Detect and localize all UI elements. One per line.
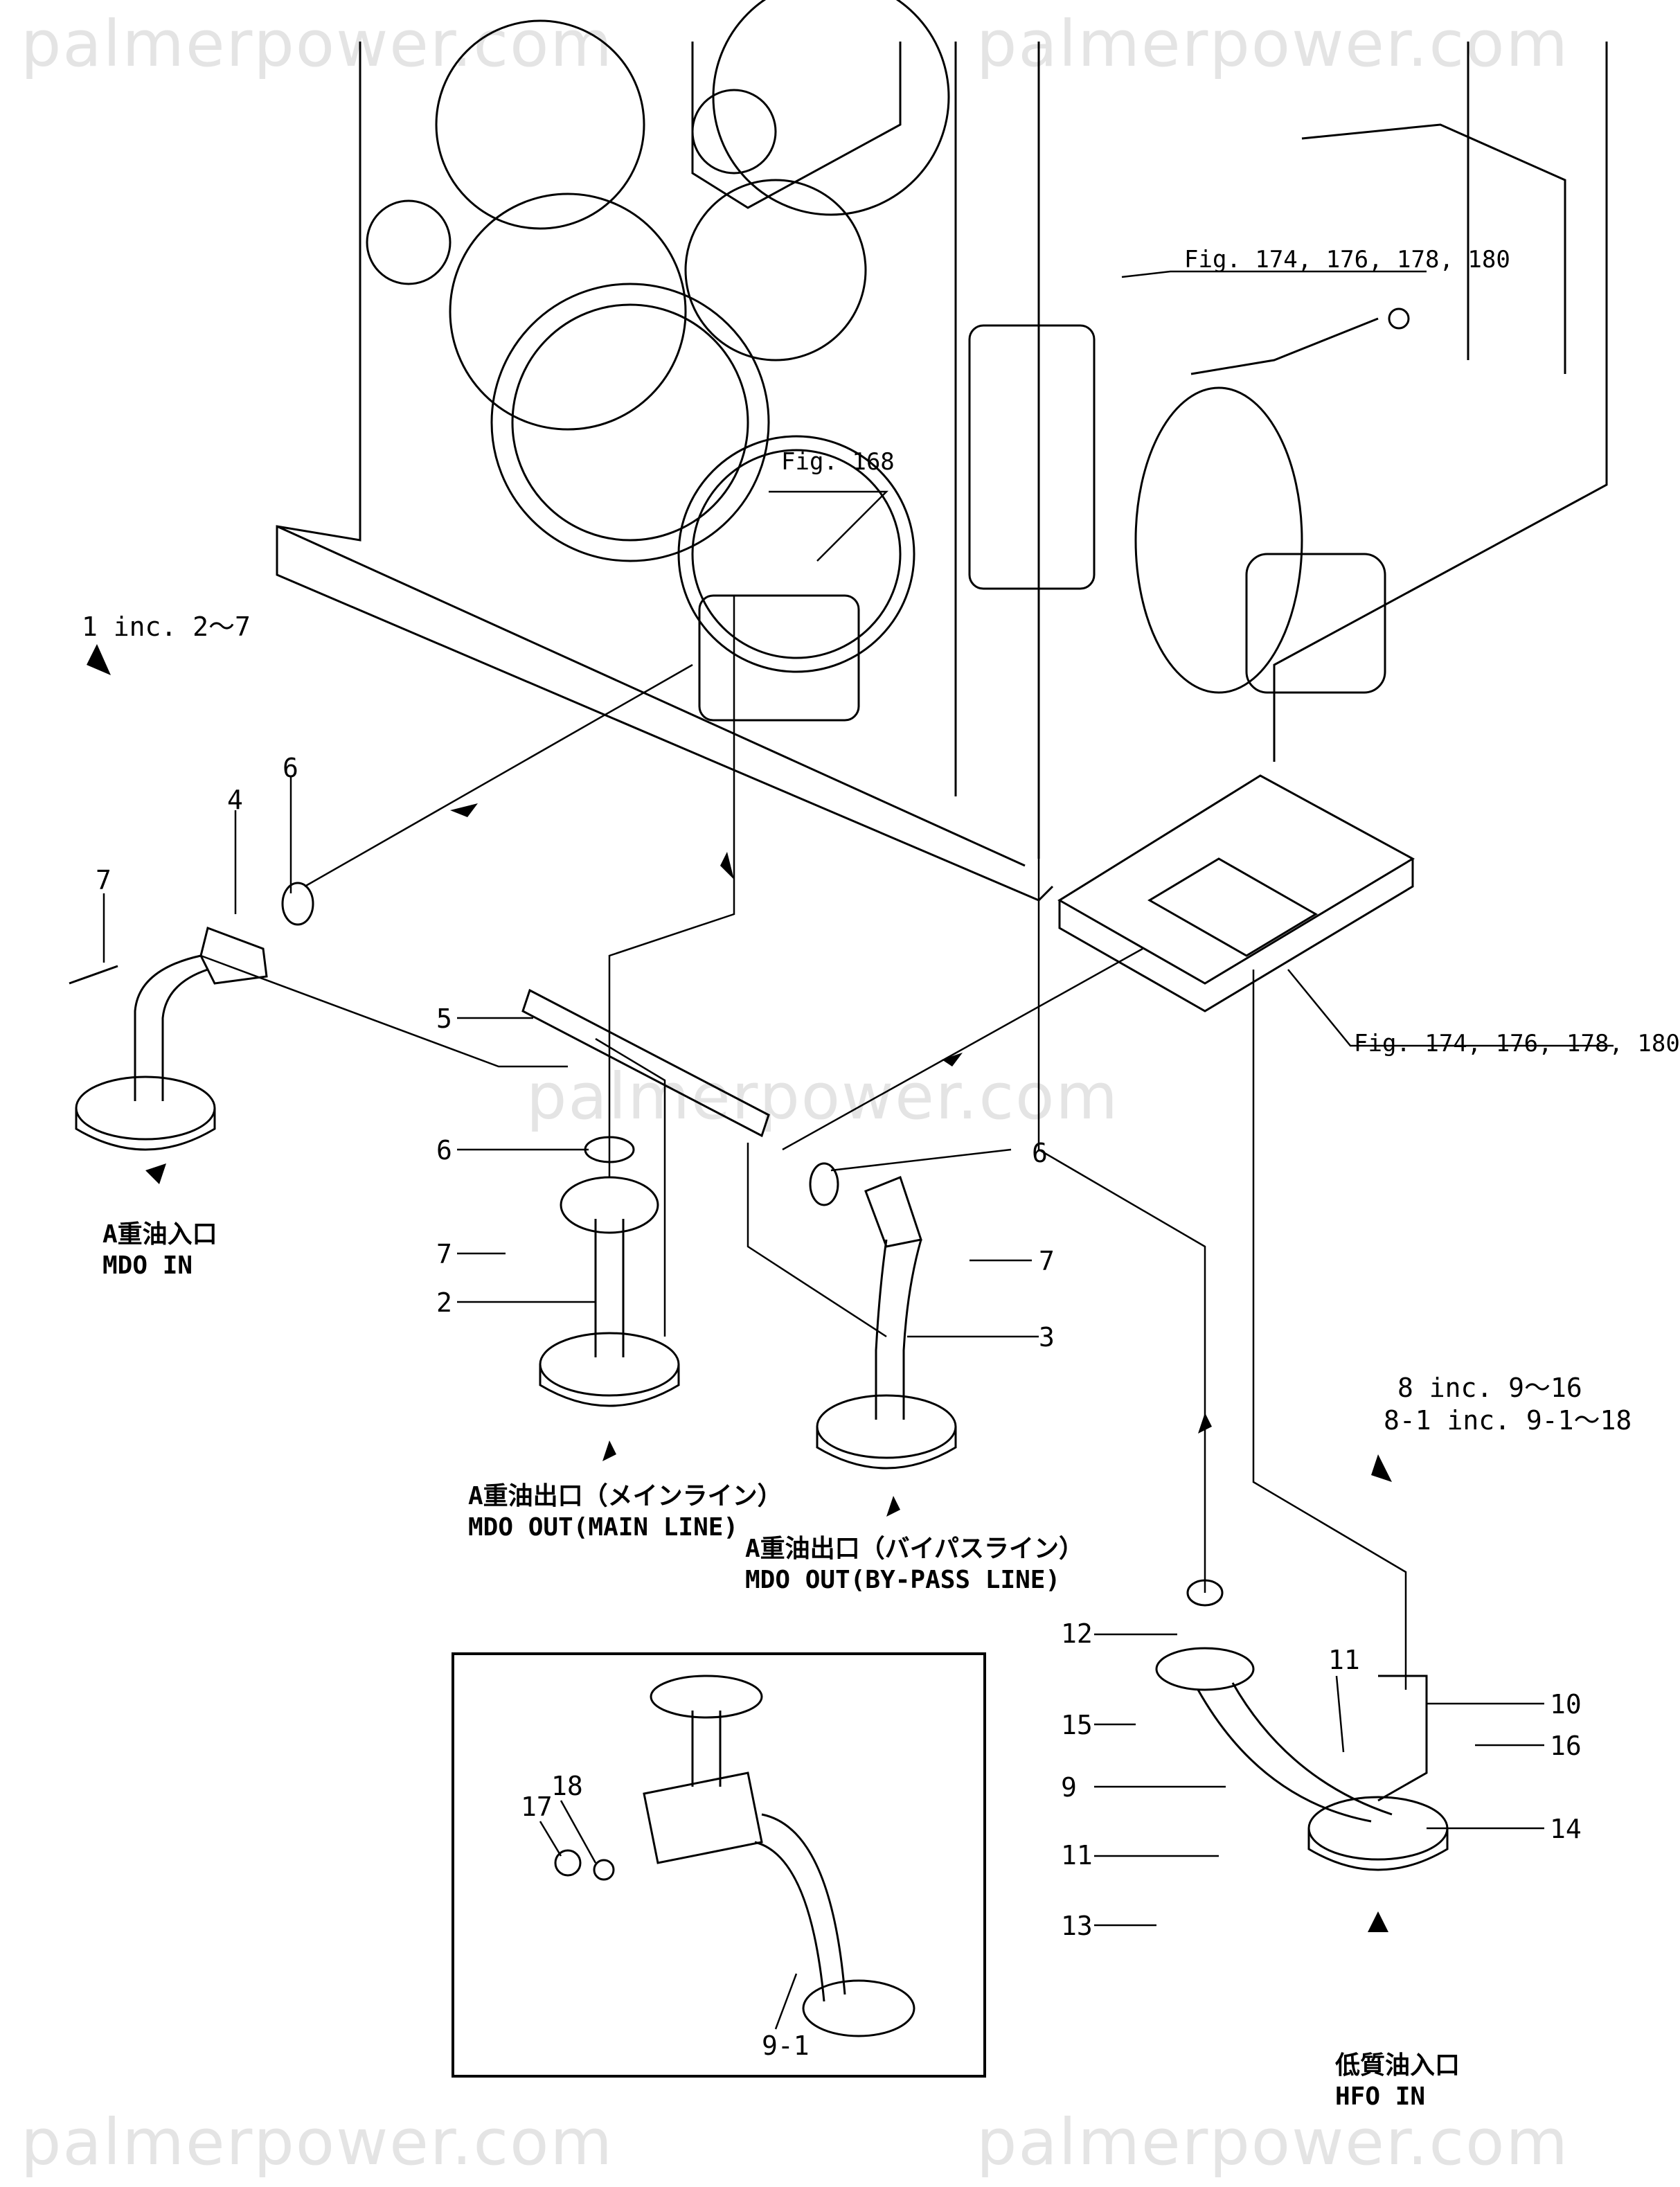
part-number[interactable]: 18: [551, 1771, 583, 1801]
assembly-label-8: 8 inc. 9～16: [1397, 1373, 1582, 1403]
part-number[interactable]: 16: [1550, 1731, 1582, 1761]
caption-hfo-in: 低質油入口 HFO IN: [1335, 2050, 1460, 2112]
part-number[interactable]: 13: [1061, 1911, 1093, 1941]
part-number[interactable]: 12: [1061, 1618, 1093, 1649]
figure-ref-mid-right[interactable]: Fig. 174, 176, 178, 180: [1354, 1030, 1680, 1057]
caption-hfo-in-en: HFO IN: [1335, 2082, 1426, 2111]
part-bracket-5: [521, 988, 770, 1138]
part-number[interactable]: 10: [1550, 1689, 1582, 1720]
watermark: palmerpower.com: [976, 2105, 1570, 2179]
part-number[interactable]: 7: [96, 865, 111, 895]
part-number[interactable]: 4: [227, 785, 243, 815]
part-number[interactable]: 9-1: [762, 2030, 810, 2061]
caption-mdo-in-en: MDO IN: [102, 1251, 193, 1280]
part-pipe-mdo-in: [69, 882, 314, 1151]
watermark: palmerpower.com: [21, 7, 614, 81]
part-pipe-bypass: [809, 1162, 957, 1470]
flow-arrows: [87, 644, 1392, 1932]
part-number[interactable]: 7: [436, 1239, 452, 1269]
drip-tray: [1057, 774, 1415, 1012]
part-pipe-9-1: [554, 1675, 915, 2037]
part-number[interactable]: 11: [1328, 1645, 1360, 1675]
caption-mdo-out-bypass-en: MDO OUT(BY-PASS LINE): [745, 1566, 1061, 1594]
part-number[interactable]: 14: [1550, 1814, 1582, 1844]
part-number[interactable]: 7: [1039, 1246, 1055, 1276]
watermark: palmerpower.com: [526, 1060, 1120, 1134]
part-leaders: [102, 776, 1544, 2030]
part-number[interactable]: 15: [1061, 1710, 1093, 1740]
part-number[interactable]: 9: [1061, 1772, 1077, 1803]
part-number[interactable]: 6: [1032, 1138, 1048, 1168]
figure-ref-top-right[interactable]: Fig. 174, 176, 178, 180: [1184, 246, 1510, 274]
part-number[interactable]: 6: [436, 1135, 452, 1166]
caption-mdo-out-main: A重油出口（メインライン） MDO OUT(MAIN LINE): [468, 1481, 783, 1543]
assembly-label-1: 1 inc. 2～7: [82, 612, 251, 642]
part-number[interactable]: 6: [283, 753, 298, 783]
engine-block: [276, 0, 1608, 902]
part-pipe-main-line: [539, 1136, 680, 1407]
figure-ref-center[interactable]: Fig. 168: [781, 448, 895, 476]
caption-mdo-in: A重油入口 MDO IN: [102, 1219, 217, 1281]
filter-unit: [698, 307, 1410, 722]
caption-mdo-in-jp: A重油入口: [102, 1220, 217, 1249]
part-number[interactable]: 3: [1039, 1322, 1055, 1353]
watermark: palmerpower.com: [21, 2105, 614, 2179]
watermark: palmerpower.com: [976, 7, 1570, 81]
caption-mdo-out-main-en: MDO OUT(MAIN LINE): [468, 1513, 739, 1542]
part-number[interactable]: 2: [436, 1287, 452, 1318]
inset-detail-box: [452, 1652, 986, 2078]
part-number[interactable]: 17: [521, 1792, 553, 1822]
part-number[interactable]: 5: [436, 1003, 452, 1034]
caption-mdo-out-bypass: A重油出口（バイパスライン） MDO OUT(BY-PASS LINE): [745, 1533, 1084, 1596]
part-number[interactable]: 11: [1061, 1840, 1093, 1871]
assembly-label-8-1: 8-1 inc. 9-1～18: [1384, 1405, 1632, 1436]
caption-mdo-out-main-jp: A重油出口（メインライン）: [468, 1482, 783, 1510]
leader-lines: [200, 270, 1614, 1690]
part-pipe-hfo-in: [1155, 1579, 1449, 1871]
caption-hfo-in-jp: 低質油入口: [1335, 2051, 1460, 2080]
caption-mdo-out-bypass-jp: A重油出口（バイパスライン）: [745, 1535, 1084, 1563]
